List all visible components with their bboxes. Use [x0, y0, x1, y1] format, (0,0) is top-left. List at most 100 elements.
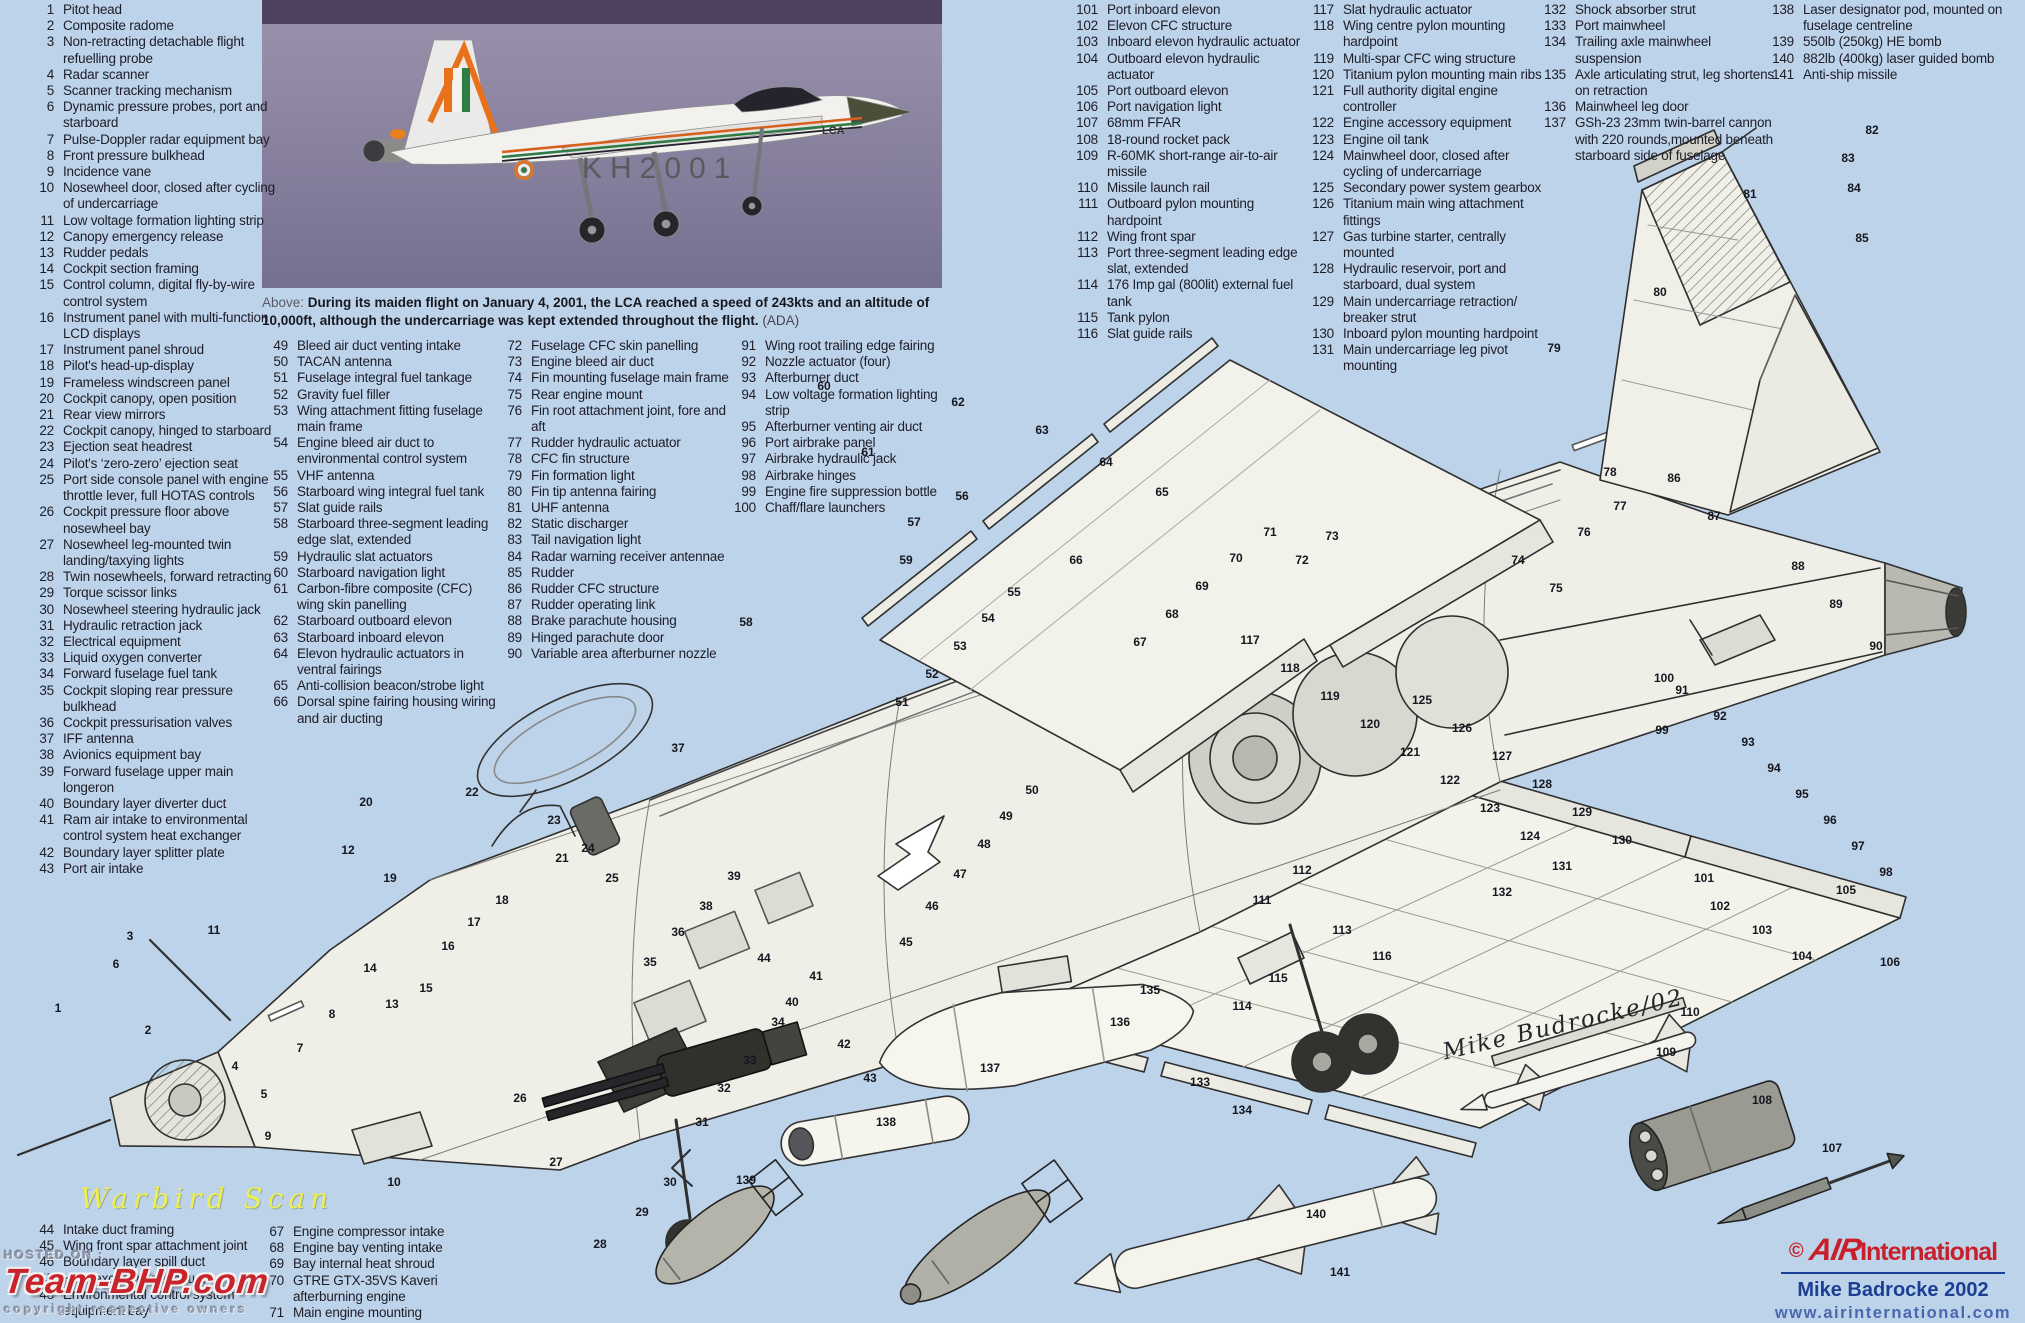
part-number: 82: [507, 516, 522, 532]
part-label: Main undercarriage retraction/ breaker s…: [1343, 293, 1518, 325]
part-number: 16: [39, 309, 54, 325]
part-label: Dynamic pressure probes, port and starbo…: [63, 99, 268, 131]
part-label: Chaff/flare launchers: [765, 500, 886, 516]
part-label: Airbrake hydraulic jack: [765, 451, 897, 467]
part-number: 90: [507, 645, 522, 661]
part-label: Outboard elevon hydraulic actuator: [1107, 50, 1260, 82]
part-number: 85: [507, 564, 522, 580]
part-label: VHF antenna: [297, 467, 375, 483]
part-label: Rear engine mount: [531, 386, 643, 402]
part-label: Elevon CFC structure: [1107, 18, 1233, 34]
part-label: Tail navigation light: [531, 532, 641, 548]
part-label: Nosewheel door, closed after cycling of …: [63, 180, 275, 212]
part-label: Carbon-fibre composite (CFC) wing skin p…: [297, 581, 473, 613]
part-number: 67: [269, 1224, 284, 1239]
part-number: 14: [39, 261, 54, 277]
part-label: Twin nosewheels, forward retracting: [63, 569, 272, 585]
part-number: 87: [507, 597, 522, 613]
part-number: 125: [1312, 180, 1334, 196]
part-number: 72: [507, 338, 522, 353]
part-number: 93: [741, 370, 756, 386]
part-label: Fuselage integral fuel tankage: [297, 370, 472, 386]
part-label: Main undercarriage leg pivot mounting: [1343, 342, 1508, 374]
part-label: UHF antenna: [531, 500, 610, 516]
part-label: Avionics equipment bay: [63, 747, 201, 763]
part-label: Titanium pylon mounting main ribs: [1343, 66, 1542, 82]
starboard-wing: [861, 337, 1554, 793]
part-number: 29: [39, 585, 54, 601]
artist-credit: Mike Badrocke 2002: [1797, 1279, 1989, 1301]
part-label: Torque scissor links: [63, 585, 177, 601]
photo-canopy: [733, 86, 824, 113]
laser-guided-bomb-882lb: [899, 1159, 1084, 1305]
part-label: Slat hydraulic actuator: [1343, 2, 1472, 17]
part-label: Engine oil tank: [1343, 131, 1429, 147]
part-label: Airbrake hinges: [765, 467, 856, 483]
part-number: 56: [273, 483, 288, 499]
part-label: Nosewheel leg-mounted twin landing/taxyi…: [63, 536, 232, 568]
part-label: Ram air intake to environmental control …: [63, 812, 248, 844]
part-label: Rudder operating link: [531, 597, 656, 613]
part-number: 33: [39, 650, 54, 666]
part-number: 13: [39, 245, 54, 261]
part-label: Main engine mounting: [293, 1305, 422, 1321]
port-wing-structure: [996, 773, 1907, 1158]
part-number: 89: [507, 629, 522, 645]
part-number: 100: [734, 500, 756, 516]
part-number: 98: [741, 467, 756, 483]
part-number: 3: [46, 34, 55, 50]
gsh-23-cannon: [541, 1021, 808, 1122]
part-label: Variable area afterburner nozzle: [531, 645, 717, 661]
part-label: Pitot head: [63, 2, 122, 17]
part-label: Anti-collision beacon/strobe light: [297, 678, 484, 694]
part-label: Starboard inboard elevon: [297, 629, 444, 645]
part-number: 37: [39, 731, 54, 747]
part-number: 94: [741, 386, 756, 402]
part-label: Slat guide rails: [297, 500, 383, 516]
part-number: 62: [273, 613, 288, 629]
part-number: 112: [1077, 228, 1098, 244]
part-number: 58: [273, 516, 288, 532]
part-label: GTRE GTX-35VS Kaveri afterburning engine: [293, 1272, 438, 1304]
part-label: Rudder: [531, 564, 575, 580]
part-number: 138: [1772, 2, 1794, 17]
website-url: www.airinternational.com: [1774, 1304, 2012, 1322]
part-number: 74: [507, 370, 522, 386]
part-number: 19: [39, 374, 54, 390]
part-label: Tank pylon: [1107, 309, 1170, 325]
